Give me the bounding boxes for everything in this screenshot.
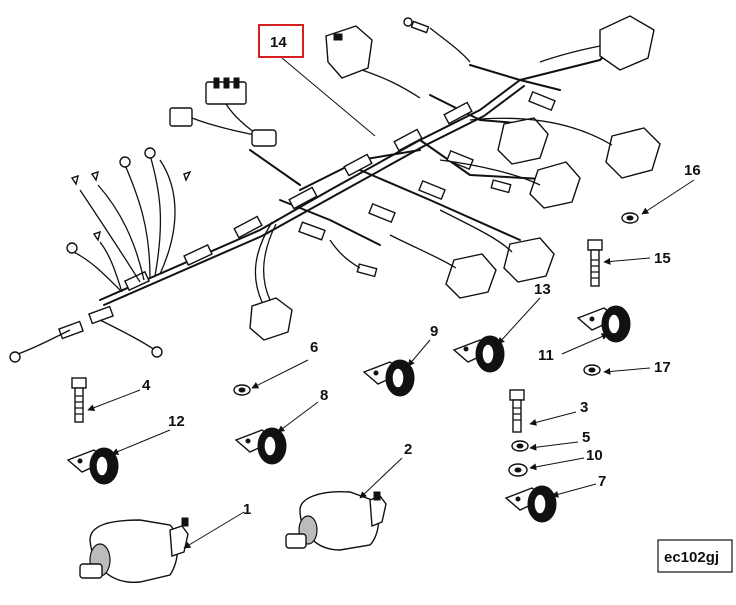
- part-16-washer: [621, 212, 639, 224]
- figure-code-box: ec102gj: [657, 539, 733, 573]
- callout-labels: 14 1 2 3 4 5 6 7 8 9 10 11 12 13 15 16 1…: [142, 24, 701, 518]
- part-2-pressure-sensor: [285, 491, 387, 551]
- callout-14: 14: [270, 34, 287, 51]
- part-15-bolt: [587, 239, 603, 287]
- callout-17: 17: [654, 359, 671, 376]
- part-17-washer: [583, 364, 601, 376]
- part-6-washer: [233, 384, 251, 396]
- harness-connectors: [169, 15, 661, 341]
- callout-6: 6: [310, 339, 318, 356]
- part-12-clamp: [66, 447, 119, 485]
- callout-9: 9: [430, 323, 438, 340]
- figure-code: ec102gj: [664, 549, 719, 566]
- wiring-harness: [9, 15, 661, 363]
- callout-16: 16: [684, 162, 701, 179]
- callout-13: 13: [534, 281, 551, 298]
- callout-3: 3: [580, 399, 588, 416]
- callout-8: 8: [320, 387, 328, 404]
- callout-15: 15: [654, 250, 671, 267]
- harness-sleeves: [58, 90, 556, 340]
- part-1-pressure-sensor: [79, 517, 189, 583]
- part-4-bolt: [71, 377, 87, 423]
- part-13-clamp: [452, 335, 505, 373]
- harness-left-branches: [9, 147, 192, 363]
- callout-4: 4: [142, 377, 151, 394]
- part-8-clamp: [234, 427, 287, 465]
- part-11-clamp: [576, 305, 631, 343]
- callout-1: 1: [243, 501, 251, 518]
- part-9-clamp: [362, 359, 415, 397]
- part-10-washer: [508, 463, 528, 477]
- callout-5: 5: [582, 429, 590, 446]
- leader-lines: [87, 57, 695, 549]
- callout-14-highlight-box: [258, 24, 304, 58]
- callout-2: 2: [404, 441, 412, 458]
- callout-12: 12: [168, 413, 185, 430]
- harness-trunk: [99, 39, 621, 306]
- callout-7: 7: [598, 473, 606, 490]
- callout-11: 11: [538, 347, 554, 364]
- part-5-washer: [511, 440, 529, 452]
- part-7-clamp: [504, 485, 557, 523]
- callout-10: 10: [586, 447, 603, 464]
- part-3-bolt: [509, 389, 525, 433]
